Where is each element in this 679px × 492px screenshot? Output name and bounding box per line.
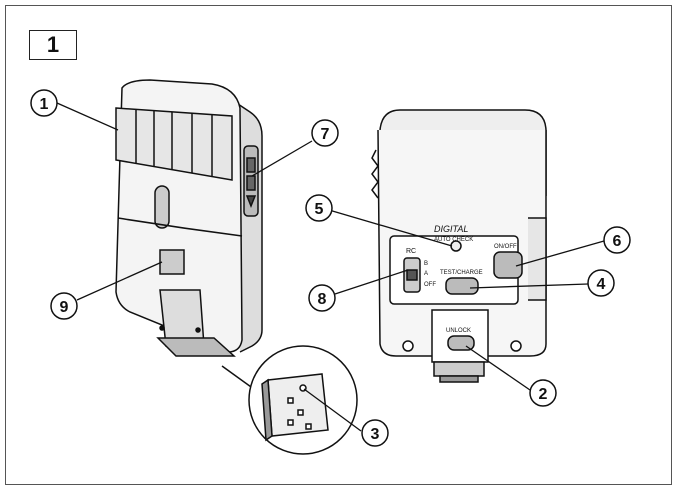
callout-6: 6 [603,226,631,254]
unlock-button[interactable] [447,335,475,351]
figure-frame [5,5,672,485]
svg-text:3: 3 [371,426,380,443]
svg-text:6: 6 [613,233,622,250]
svg-text:2: 2 [539,386,548,403]
callout-7: 7 [311,119,339,147]
svg-text:8: 8 [318,291,327,308]
flash-window [115,107,233,181]
test-charge-label: TEST/CHARGE [440,270,483,276]
rc-label: RC [406,248,416,255]
on-off-label: ON/OFF [494,244,517,250]
callout-9: 9 [50,292,78,320]
svg-text:5: 5 [315,201,324,218]
sensor-window [159,249,185,275]
svg-text:9: 9 [60,299,69,316]
svg-text:4: 4 [597,276,606,293]
svg-text:1: 1 [40,96,49,113]
brand-label: DIGITAL [434,224,468,234]
callout-3: 3 [361,419,389,447]
svg-text:7: 7 [321,126,330,143]
side-control [243,145,259,217]
mode-off-label: OFF [424,282,436,288]
mode-a-label: A [424,271,428,277]
callout-2: 2 [529,379,557,407]
mount-detail [221,345,358,455]
callout-4: 4 [587,269,615,297]
on-off-button[interactable] [493,251,523,279]
callout-1: 1 [30,89,58,117]
callout-5: 5 [305,194,333,222]
callout-8: 8 [308,284,336,312]
flash-front-view [115,79,263,357]
figure-number-box: 1 [29,30,77,60]
test-charge-button[interactable] [445,277,479,295]
mode-b-label: B [424,261,428,267]
flash-rear-view [371,109,547,383]
unlock-label: UNLOCK [446,328,471,334]
auto-check-label: AUTO CHECK [434,237,473,243]
leader-lines [56,102,605,432]
